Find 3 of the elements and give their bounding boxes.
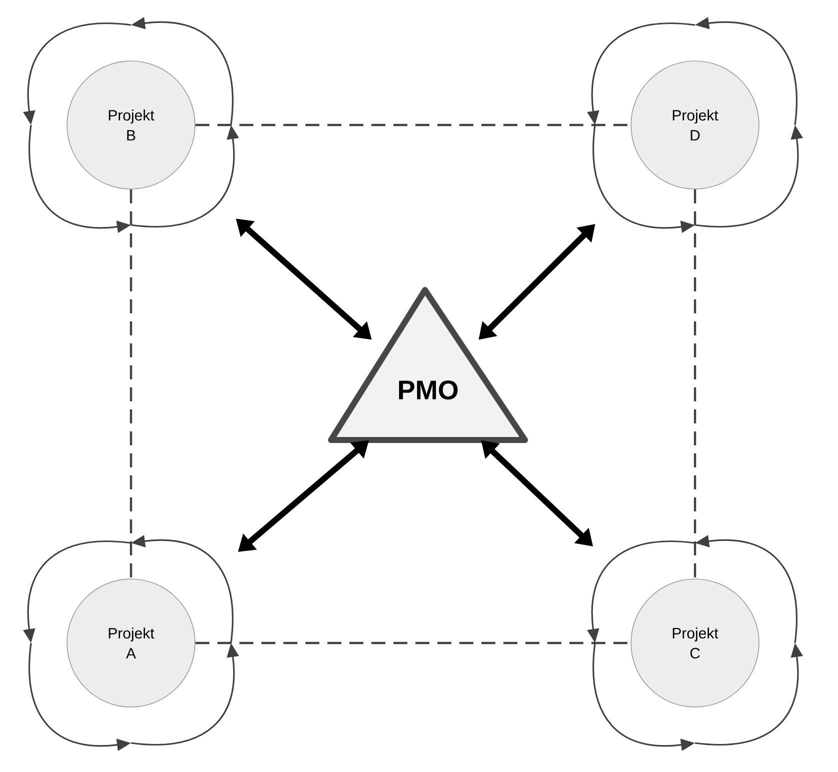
dashed-line <box>130 189 132 579</box>
dashed-line <box>694 189 696 579</box>
pmo-triangle: PMO <box>328 287 528 443</box>
